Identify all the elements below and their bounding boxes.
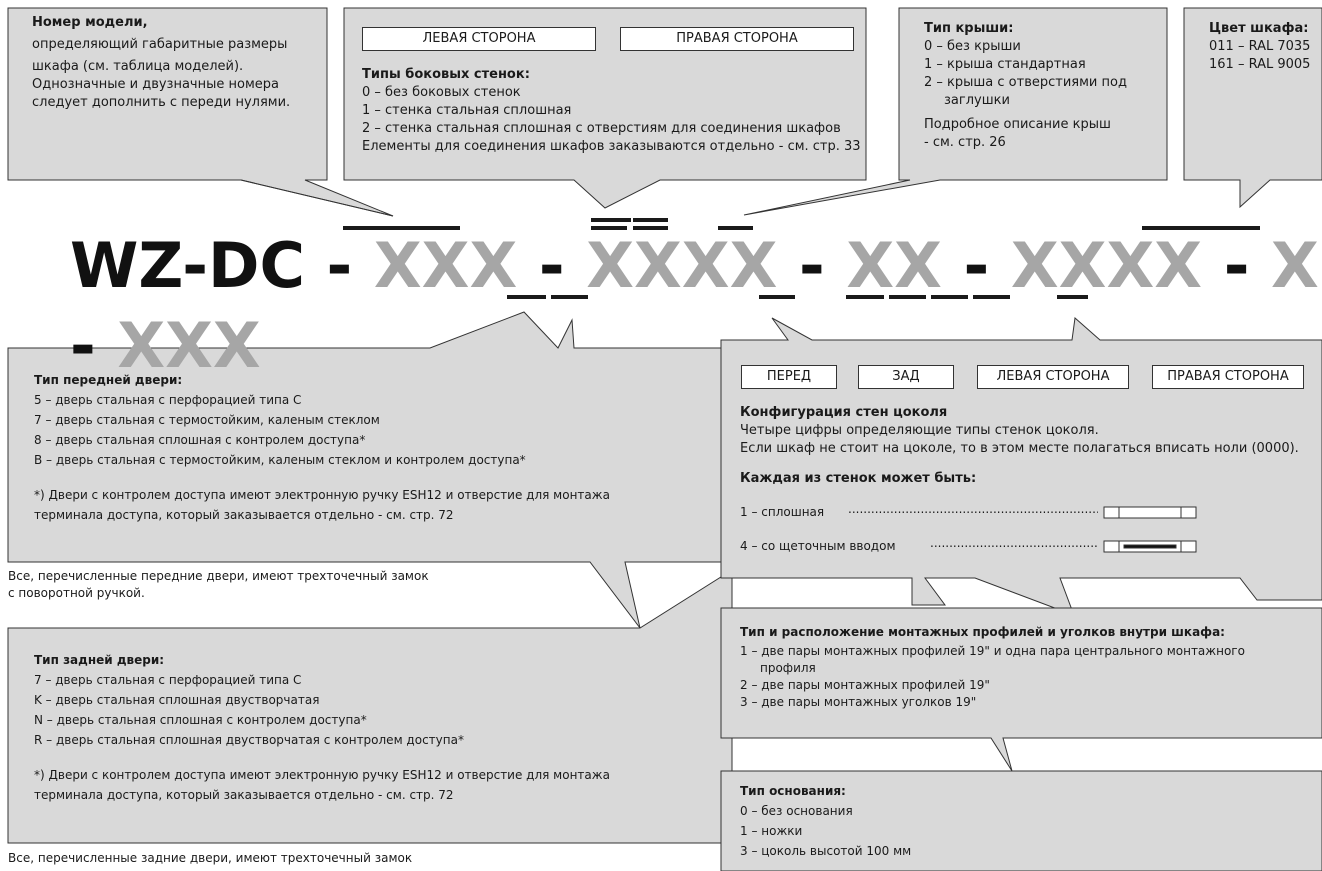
side-right-label: ПРАВАЯ СТОРОНА xyxy=(620,27,854,51)
code-plinth: XXXX xyxy=(1010,229,1203,302)
model-title: Номер модели, xyxy=(32,15,148,30)
dotted-leader-1: ........................................… xyxy=(848,502,1098,516)
profiles-text: Тип и расположение монтажных профилей и … xyxy=(740,624,1320,711)
front-door-title: Тип передней двери: xyxy=(34,373,183,387)
rear-door-title: Тип задней двери: xyxy=(34,653,165,667)
front-door-note-1: Все, перечисленные передние двери, имеют… xyxy=(8,569,429,583)
color-title: Цвет шкафа: xyxy=(1209,21,1309,36)
callout-plinth xyxy=(720,317,1322,611)
plinth-subtitle: Каждая из стенок может быть: xyxy=(740,471,977,486)
code-model: XXX xyxy=(373,229,518,302)
code-color: XXX xyxy=(117,309,261,382)
side-walls-title: Типы боковых стенок: xyxy=(362,67,530,82)
roof-title: Тип крыши: xyxy=(924,21,1014,36)
wall-brush-glyph xyxy=(1103,540,1197,553)
wall-option-brush: 4 – со щеточным вводом xyxy=(740,539,896,553)
base-text: Тип основания: 0 – без основания 1 – нож… xyxy=(740,783,1320,860)
side-walls-text: Типы боковых стенок: 0 – без боковых сте… xyxy=(362,67,861,154)
dotted-leader-2: ........................................… xyxy=(930,536,1098,550)
plinth-left-label: ЛЕВАЯ СТОРОНА xyxy=(977,365,1129,389)
code-doors-sides: XXXX xyxy=(586,229,778,302)
plinth-text: Конфигурация стен цоколя Четыре цифры оп… xyxy=(740,404,1320,488)
code-prefix: WZ-DC xyxy=(70,229,305,302)
base-title: Тип основания: xyxy=(740,784,846,798)
code-base: X xyxy=(1271,229,1319,302)
rear-door-text: Тип задней двери: 7 – дверь стальная с п… xyxy=(34,652,724,804)
roof-text: Тип крыши: 0 – без крыши 1 – крыша станд… xyxy=(924,20,1164,152)
plinth-back-label: ЗАД xyxy=(858,365,954,389)
product-code: WZ-DC - XXX - XXXX - XX - XXXX - X - XXX xyxy=(70,229,1319,382)
wall-option-solid: 1 – сплошная xyxy=(740,505,825,519)
model-text: Номер модели, определяющий габаритные ра… xyxy=(32,14,322,112)
plinth-right-label: ПРАВАЯ СТОРОНА xyxy=(1152,365,1304,389)
profiles-title: Тип и расположение монтажных профилей и … xyxy=(740,625,1225,639)
callout-roof xyxy=(743,7,1168,216)
plinth-front-label: ПЕРЕД xyxy=(741,365,837,389)
callout-model xyxy=(7,7,394,217)
callout-profiles xyxy=(720,607,1322,772)
color-text: Цвет шкафа: 011 – RAL 7035 161 – RAL 900… xyxy=(1209,20,1321,74)
callout-side-walls xyxy=(343,7,867,209)
front-door-note-2: с поворотной ручкой. xyxy=(8,586,145,600)
code-roof-profiles: XX xyxy=(846,229,942,302)
callout-base xyxy=(720,770,1322,871)
rear-door-note-1: Все, перечисленные задние двери, имеют т… xyxy=(8,851,413,865)
plinth-title: Конфигурация стен цоколя xyxy=(740,405,948,420)
front-door-text: Тип передней двери: 5 – дверь стальная с… xyxy=(34,372,724,524)
callout-color xyxy=(1183,7,1322,209)
side-left-label: ЛЕВАЯ СТОРОНА xyxy=(362,27,596,51)
wall-solid-glyph xyxy=(1103,506,1197,519)
